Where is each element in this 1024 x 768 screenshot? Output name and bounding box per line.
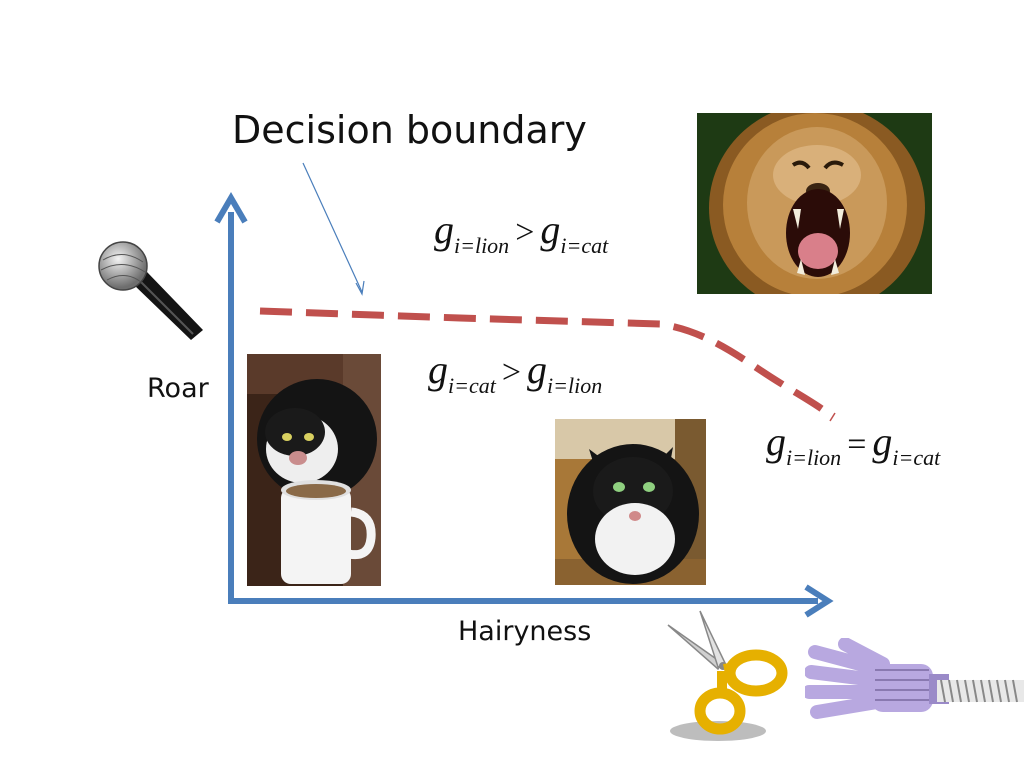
- y-axis-arrowhead: [214, 192, 248, 224]
- x-axis-arrowhead: [804, 584, 834, 618]
- formula-subscript: i=lion: [547, 373, 603, 398]
- formula-operator: >: [501, 354, 522, 391]
- title-pointer-line: [302, 162, 363, 293]
- fluffy-cat-photo: [555, 419, 706, 585]
- formula-symbol: g: [872, 419, 893, 464]
- formula-subscript: i=cat: [448, 373, 496, 398]
- formula-operator: >: [515, 214, 535, 251]
- gloved-hand-icon: [805, 638, 1024, 733]
- decision-boundary-end-tick: [829, 412, 836, 422]
- formula-symbol: g: [540, 207, 561, 252]
- microphone-icon: [95, 240, 210, 345]
- lion-region-formula: gi=lion>gi=cat: [434, 206, 608, 258]
- formula-symbol: g: [766, 419, 786, 464]
- cat-region-formula: gi=cat>gi=lion: [428, 346, 602, 398]
- x-axis-label: Hairyness: [458, 616, 592, 647]
- roaring-lion-photo: [697, 113, 932, 294]
- formula-subscript: i=cat: [892, 445, 941, 470]
- formula-operator: =: [847, 426, 867, 463]
- title-pointer-arrowhead: [355, 280, 365, 296]
- formula-subscript: i=lion: [454, 233, 510, 258]
- formula-symbol: g: [428, 347, 448, 392]
- scissors-icon: [660, 605, 790, 745]
- y-axis-label: Roar: [147, 373, 209, 404]
- boundary-formula: gi=lion=gi=cat: [766, 418, 940, 470]
- decision-boundary-title: Decision boundary: [232, 108, 587, 152]
- formula-subscript: i=cat: [560, 233, 609, 258]
- formula-subscript: i=lion: [786, 445, 842, 470]
- decision-boundary-curve: [259, 307, 829, 415]
- formula-symbol: g: [527, 347, 548, 392]
- formula-symbol: g: [434, 207, 454, 252]
- cat-with-mug-photo: [247, 354, 381, 586]
